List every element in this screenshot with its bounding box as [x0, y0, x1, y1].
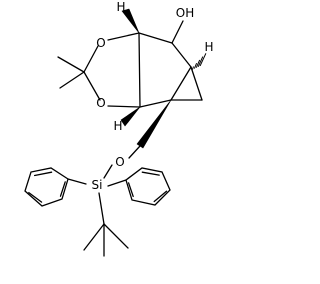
stereo-bonds: [120, 8, 207, 149]
bond-ck-methyl-upper: [57, 56, 85, 73]
wedge-ch2: [136, 99, 172, 149]
bond-c5-c1cp: [190, 66, 203, 101]
bond-si-ph-right: [107, 179, 127, 187]
silicon-label: Si: [92, 178, 103, 192]
bond-o1-ck: [83, 45, 99, 73]
hydrogen-lower-label: H: [113, 119, 122, 133]
bond-c3a-c4: [138, 32, 173, 44]
hydrogen-bridge-label: H: [204, 40, 213, 54]
bond-ck-methyl-lower: [59, 71, 85, 89]
atom-labels: O O OH H H H O Si: [92, 0, 214, 192]
wedge-h-lower: [120, 106, 141, 127]
bond-c5-c5a: [170, 66, 192, 101]
bond-ch2-o: [128, 145, 141, 159]
bond-c4-oh: [171, 20, 184, 44]
bond-c4-c5: [171, 42, 192, 68]
phenyl-ring-right: [125, 167, 171, 206]
hydrogen-upper-label: H: [116, 0, 125, 14]
bond-o-si: [103, 164, 113, 179]
bond-si-tbu: [98, 192, 105, 225]
bond-o2-c6a: [107, 105, 141, 108]
oxygen-ether-label: O: [115, 155, 124, 169]
bonds: [57, 20, 203, 257]
oxygen-ring-upper-label: O: [96, 36, 105, 50]
bond-c5a-c6a: [139, 99, 172, 108]
phenyl-ring-left: [24, 167, 69, 207]
chemical-structure: O O OH H H H O Si: [24, 0, 214, 257]
oxygen-ring-lower-label: O: [96, 96, 105, 110]
bond-tbu-me3: [103, 223, 129, 249]
bond-c3a-o1: [107, 32, 140, 41]
wedge-h-upper: [121, 8, 140, 34]
bond-c3a-c6a: [138, 32, 141, 108]
bond-si-ph-left: [67, 178, 87, 185]
bond-ck-o2: [83, 71, 101, 101]
hydroxyl-label: OH: [176, 6, 194, 20]
hash-h-bridge: [192, 53, 207, 70]
bond-tbu-me1: [83, 223, 105, 251]
